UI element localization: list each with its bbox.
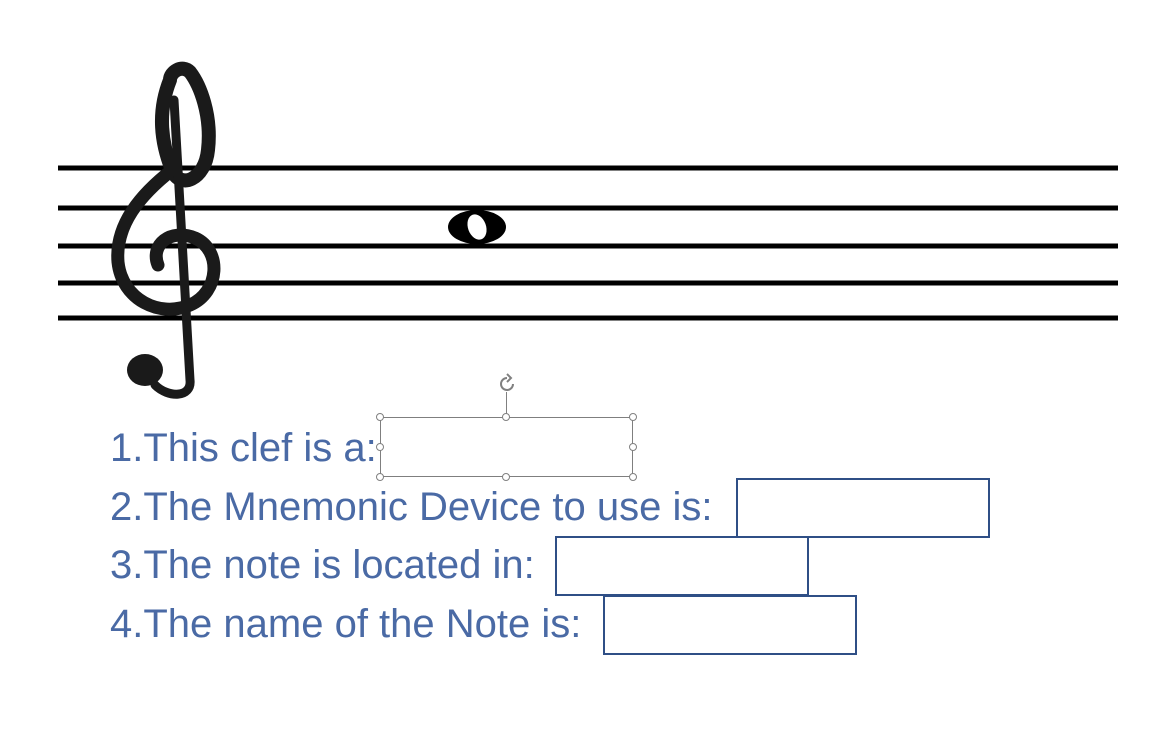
question-number: 2. [110, 485, 144, 529]
question-number: 1. [110, 426, 144, 470]
resize-handle-top-center[interactable] [502, 413, 510, 421]
resize-handle-bottom-center[interactable] [502, 473, 510, 481]
question-4: 4.The name of the Note is: [110, 596, 581, 652]
question-2: 2.The Mnemonic Device to use is: [110, 479, 712, 535]
staff-lines [58, 165, 1118, 321]
question-text: The name of the Note is: [143, 602, 582, 646]
resize-handle-middle-right[interactable] [629, 443, 637, 451]
rotate-handle-icon[interactable] [496, 373, 518, 395]
answer-box-3[interactable] [555, 536, 809, 596]
question-number: 3. [110, 543, 144, 587]
resize-handle-top-left[interactable] [376, 413, 384, 421]
resize-handle-bottom-right[interactable] [629, 473, 637, 481]
question-text: The note is located in: [143, 543, 535, 587]
resize-handle-top-right[interactable] [629, 413, 637, 421]
answer-box-1[interactable] [380, 417, 633, 477]
answer-box-4[interactable] [603, 595, 857, 655]
answer-box-2[interactable] [736, 478, 990, 538]
resize-handle-middle-left[interactable] [376, 443, 384, 451]
question-number: 4. [110, 602, 144, 646]
resize-handle-bottom-left[interactable] [376, 473, 384, 481]
question-1: 1.This clef is a: [110, 420, 377, 476]
whole-note-icon [448, 210, 506, 244]
question-text: This clef is a: [143, 426, 377, 470]
music-staff [58, 61, 1118, 399]
question-3: 3.The note is located in: [110, 537, 535, 593]
rotate-handle-stem [506, 392, 507, 417]
treble-clef-icon [111, 61, 221, 399]
question-text: The Mnemonic Device to use is: [143, 485, 713, 529]
